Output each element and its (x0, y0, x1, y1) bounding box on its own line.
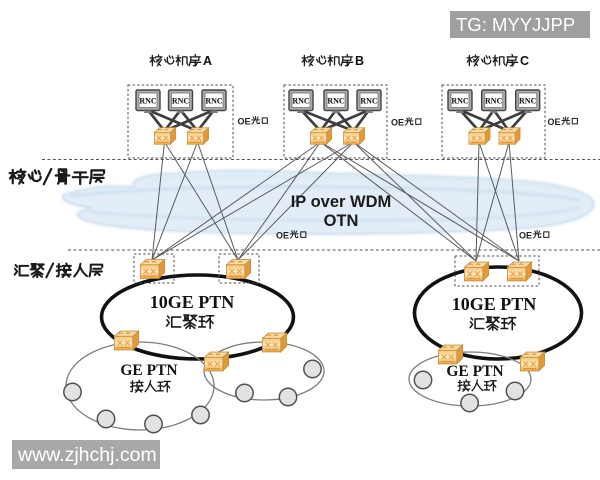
svg-text:C: C (520, 54, 529, 68)
svg-text:IP over WDM: IP over WDM (291, 193, 392, 211)
svg-text:OE: OE (276, 231, 289, 241)
svg-text:OTN: OTN (324, 212, 359, 230)
svg-text:OE: OE (391, 118, 404, 128)
svg-text:GE PTN: GE PTN (120, 362, 177, 379)
svg-text:B: B (355, 54, 364, 68)
svg-text:OE: OE (519, 231, 532, 241)
svg-text:TG: MYYJJPP: TG: MYYJJPP (456, 14, 575, 35)
svg-text:www.zjhchj.com: www.zjhchj.com (17, 444, 157, 466)
svg-text:A: A (203, 54, 212, 68)
svg-text:10GE PTN: 10GE PTN (150, 292, 235, 312)
svg-text:OE: OE (238, 117, 251, 127)
svg-text:10GE PTN: 10GE PTN (452, 294, 537, 314)
svg-text:GE PTN: GE PTN (446, 363, 503, 380)
svg-text:OE: OE (548, 117, 561, 127)
